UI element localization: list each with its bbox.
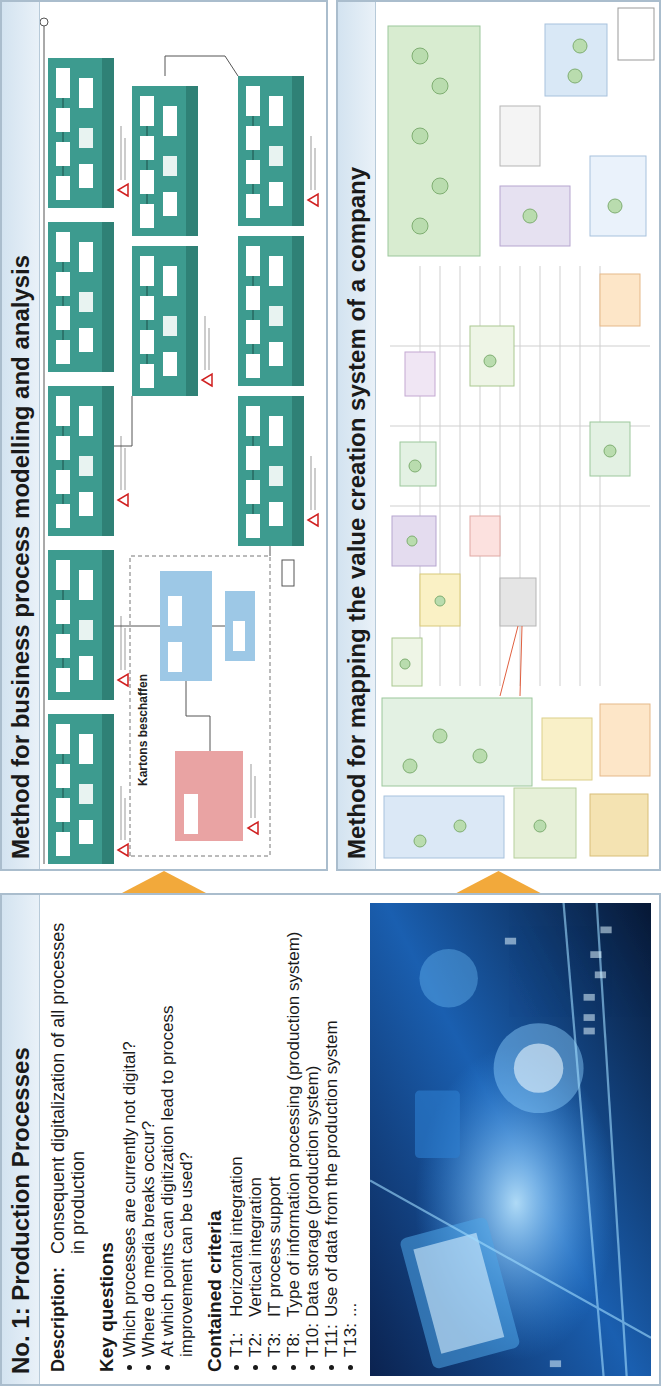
bullet-dot bbox=[329, 1365, 334, 1370]
panel-title: No. 1: Production Processes bbox=[7, 1047, 35, 1374]
panel-body: Description:Consequent digitalization of… bbox=[40, 895, 360, 1384]
bullet-dot bbox=[165, 1365, 170, 1370]
criteria-item: T8:Type of information processing (produ… bbox=[284, 907, 303, 1372]
method-panel: Method for business process modelling an… bbox=[0, 0, 328, 871]
criteria-item: T11:Use of data from the production syst… bbox=[322, 907, 341, 1372]
criteria-item: T13:... bbox=[341, 907, 360, 1372]
bullet-dot bbox=[291, 1365, 296, 1370]
support-arrow bbox=[457, 871, 541, 893]
criterion-text: IT process support bbox=[265, 907, 284, 1317]
description-label: Description: bbox=[48, 1254, 68, 1372]
criterion-code: T11: bbox=[322, 1317, 341, 1357]
key-question: Which processes are currently not digita… bbox=[120, 907, 139, 1357]
criterion-code: T13: bbox=[341, 1317, 360, 1357]
panel-header: Method for business process modelling an… bbox=[2, 2, 40, 869]
criterion-text: Vertical integration bbox=[246, 907, 265, 1317]
section-heading: Contained criteria bbox=[204, 907, 225, 1372]
support-arrow bbox=[122, 871, 206, 893]
bullet-dot bbox=[146, 1365, 151, 1370]
criterion-code: T2: bbox=[246, 1317, 265, 1357]
criteria-item: T1:Horizontal integration bbox=[227, 907, 246, 1372]
criterion-text: Horizontal integration bbox=[227, 907, 246, 1317]
panel-title: Method for business process modelling an… bbox=[7, 255, 35, 859]
description-row: Description:Consequent digitalization of… bbox=[48, 907, 88, 1372]
criterion-code: T10: bbox=[303, 1317, 322, 1357]
criterion-text: ... bbox=[341, 907, 360, 1317]
criteria-item: T10:Data storage (production system) bbox=[303, 907, 322, 1372]
criterion-text: Type of information processing (producti… bbox=[284, 907, 303, 1317]
key-question: At which points can digitization lead to… bbox=[158, 907, 196, 1357]
key-question: Where do media breaks occur? bbox=[139, 907, 158, 1357]
process-model bbox=[40, 18, 318, 864]
value-creation-map bbox=[382, 8, 654, 858]
criterion-text: Use of data from the production system bbox=[322, 907, 341, 1317]
bullet-dot bbox=[310, 1365, 315, 1370]
criterion-code: T3: bbox=[265, 1317, 284, 1357]
bullet-item: At which points can digitization lead to… bbox=[158, 907, 196, 1372]
bullet-item: Which processes are currently not digita… bbox=[120, 907, 139, 1372]
bullet-dot bbox=[253, 1365, 258, 1370]
section-heading: Key questions bbox=[96, 907, 117, 1372]
panel-header: No. 1: Production Processes bbox=[2, 895, 40, 1384]
panel-header: Method for mapping the value creation sy… bbox=[338, 2, 376, 869]
bullet-dot bbox=[272, 1365, 277, 1370]
criteria-item: T2:Vertical integration bbox=[246, 907, 265, 1372]
criterion-text: Data storage (production system) bbox=[303, 907, 322, 1317]
bullet-dot bbox=[348, 1365, 353, 1370]
bullet-dot bbox=[234, 1365, 239, 1370]
technology-photo bbox=[370, 903, 651, 1376]
bullet-item: Where do media breaks occur? bbox=[139, 907, 158, 1372]
description-text: Consequent digitalization of all process… bbox=[48, 907, 88, 1254]
criterion-code: T8: bbox=[284, 1317, 303, 1357]
bullet-dot bbox=[127, 1365, 132, 1370]
criteria-item: T3:IT process support bbox=[265, 907, 284, 1372]
method-panel: Method for mapping the value creation sy… bbox=[336, 0, 661, 871]
criterion-code: T1: bbox=[227, 1317, 246, 1357]
panel-title: Method for mapping the value creation sy… bbox=[343, 167, 371, 859]
criteria-panel: No. 1: Production ProcessesDescription:C… bbox=[0, 893, 661, 1386]
diagram-title: Kartons beschaffen bbox=[136, 674, 150, 786]
